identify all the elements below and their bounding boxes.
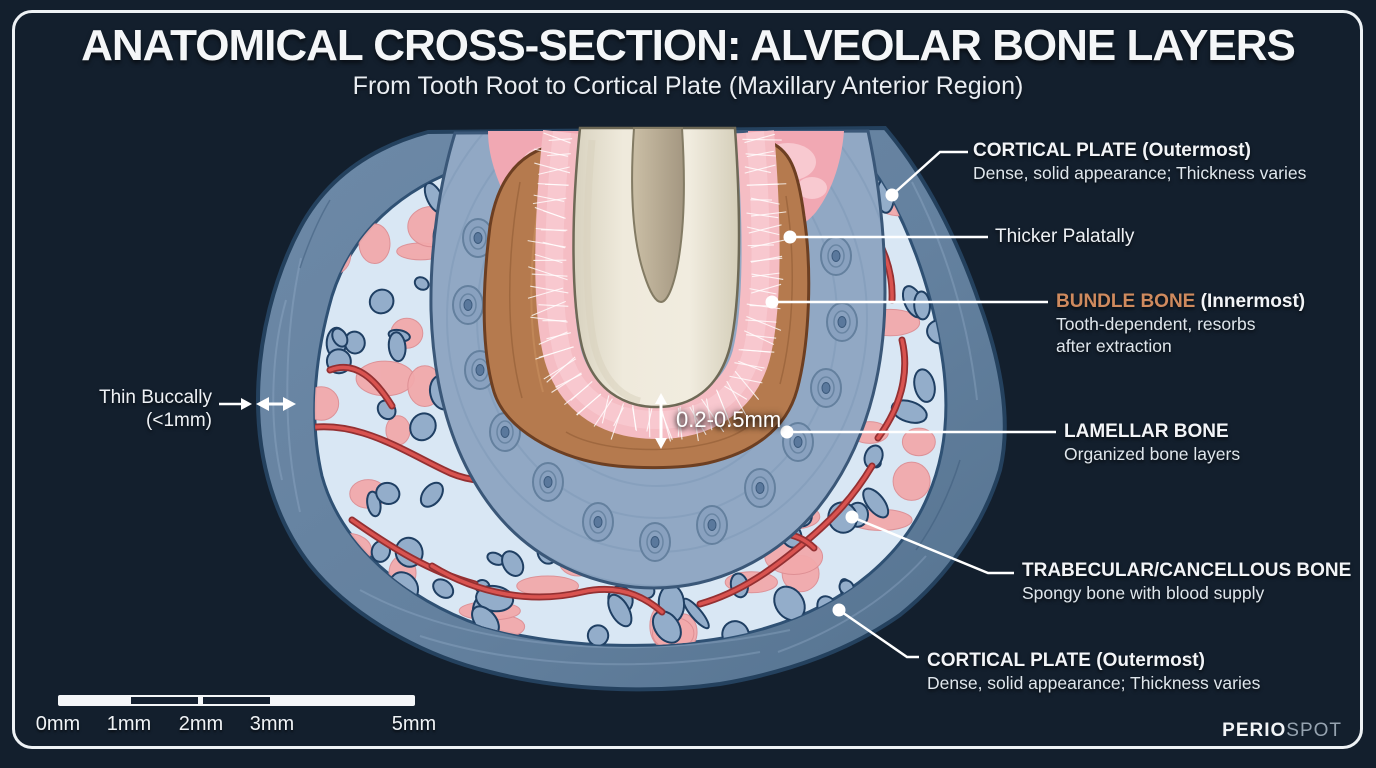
- scale-bar-segment-1: [131, 697, 198, 704]
- label-cortical-bottom-desc: Dense, solid appearance; Thickness varie…: [927, 673, 1261, 693]
- brand-secondary: SPOT: [1286, 720, 1342, 741]
- label-bundle-bone-qualifier: (Innermost): [1195, 291, 1306, 312]
- sharpeys-fibers: [527, 132, 787, 442]
- page-title: ANATOMICAL CROSS-SECTION: ALVEOLAR BONE …: [81, 21, 1296, 70]
- label-cortical-plate-top: CORTICAL PLATE (Outermost) Dense, solid …: [973, 139, 1306, 184]
- label-thin-buccally-line1: Thin Buccally: [99, 387, 212, 408]
- scale-bar-segment-2: [203, 697, 270, 704]
- brand-logo: PERIOSPOT: [1222, 720, 1342, 742]
- scale-tick-3mm: 3mm: [249, 713, 295, 735]
- label-lamellar-title: LAMELLAR BONE: [1064, 421, 1229, 442]
- label-bundle-bone-name: BUNDLE BONE: [1056, 291, 1196, 312]
- label-bundle-bone: BUNDLE BONE (Innermost) Tooth-dependent,…: [1056, 290, 1305, 357]
- brand-primary: PERIO: [1222, 720, 1287, 741]
- label-thicker-palatally-text: Thicker Palatally: [995, 226, 1135, 247]
- lamellar-outline: [429, 129, 887, 590]
- label-pdl-width: 0.2-0.5mm: [676, 407, 782, 432]
- label-cortical-top-title: CORTICAL PLATE (Outermost): [973, 140, 1251, 161]
- leader-dots: [765, 188, 899, 617]
- label-cortical-top-desc: Dense, solid appearance; Thickness varie…: [973, 163, 1307, 183]
- label-lamellar-bone: LAMELLAR BONE Organized bone layers: [1064, 420, 1240, 465]
- label-cortical-plate-bottom: CORTICAL PLATE (Outermost) Dense, solid …: [927, 649, 1260, 694]
- thin-buccally-arrow: [219, 397, 296, 411]
- label-trabecular-desc: Spongy bone with blood supply: [1022, 583, 1265, 603]
- label-trabecular-bone: TRABECULAR/CANCELLOUS BONE Spongy bone w…: [1022, 559, 1351, 604]
- scale-tick-0mm: 0mm: [35, 713, 81, 735]
- label-trabecular-title: TRABECULAR/CANCELLOUS BONE: [1022, 560, 1352, 581]
- scale-tick-1mm: 1mm: [106, 713, 152, 735]
- scale-tick-5mm: 5mm: [391, 713, 437, 735]
- label-bundle-bone-desc1: Tooth-dependent, resorbs: [1056, 314, 1256, 334]
- label-thicker-palatally: Thicker Palatally: [995, 226, 1134, 248]
- root-canal-shape: [631, 127, 685, 304]
- scale-tick-2mm: 2mm: [178, 713, 224, 735]
- label-thin-buccally: Thin Buccally (<1mm): [99, 386, 212, 432]
- leader-lines: [772, 150, 1056, 659]
- label-thin-buccally-line2: (<1mm): [146, 410, 212, 431]
- label-lamellar-desc: Organized bone layers: [1064, 444, 1241, 464]
- pdl-width-arrow: [655, 393, 667, 449]
- label-cortical-bottom-title: CORTICAL PLATE (Outermost): [927, 650, 1205, 671]
- periodontal-ligament-shape: [535, 129, 780, 440]
- tooth-root-shape: [572, 126, 741, 409]
- page-subtitle: From Tooth Root to Cortical Plate (Maxil…: [352, 72, 1024, 100]
- label-bundle-bone-desc2: after extraction: [1056, 336, 1172, 356]
